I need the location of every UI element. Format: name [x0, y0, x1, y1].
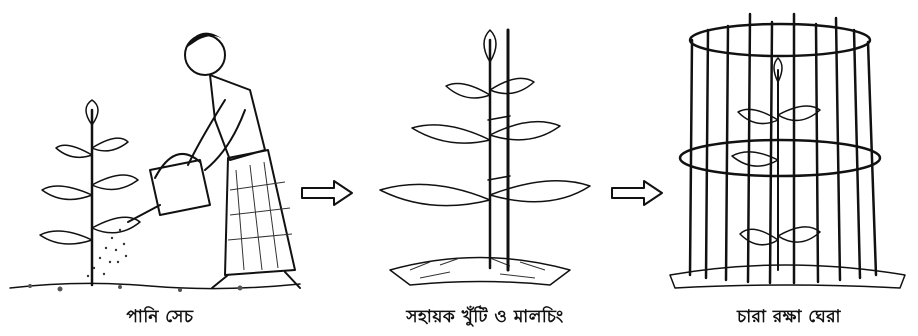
panel-staking: সহায়ক খুঁটি ও মালচিং	[350, 0, 620, 336]
caption-watering: পানি সেচ	[0, 304, 320, 332]
staked-plant-mulch-illustration	[350, 0, 620, 300]
arrow-right-icon	[300, 178, 356, 208]
caption-staking: সহায়ক খুঁটি ও মালচিং	[350, 304, 620, 332]
watering-plant-illustration	[0, 0, 320, 300]
caption-tree-guard: চারা রক্ষা ঘেরা	[660, 304, 918, 332]
arrow-right-icon	[610, 178, 666, 208]
panel-watering: পানি সেচ	[0, 0, 320, 336]
panel-tree-guard: চারা রক্ষা ঘেরা	[660, 0, 918, 336]
tree-guard-cage-illustration	[660, 0, 918, 300]
